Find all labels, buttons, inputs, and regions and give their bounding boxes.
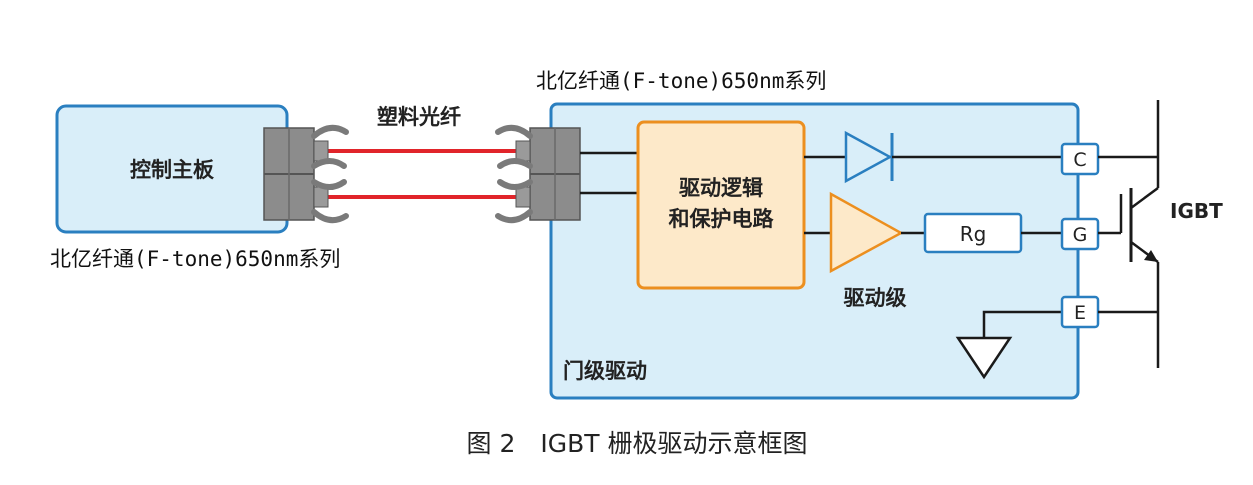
connector-label-left: 北亿纤通(F-tone)650nm系列: [50, 247, 340, 271]
optical-fiber-label: 塑料光纤: [377, 105, 461, 129]
driver-stage-label: 驱动级: [844, 286, 907, 310]
driver-amplifier-symbol: [829, 191, 904, 274]
fiber-connector-left: [263, 124, 349, 224]
logic-label-line1: 驱动逻辑: [679, 176, 763, 200]
figure-caption: 图 2 IGBT 栅极驱动示意框图: [467, 429, 808, 458]
logic-protection-box: [636, 120, 806, 290]
ground-symbol: [955, 336, 1013, 380]
logic-label-line2: 和保护电路: [669, 207, 775, 231]
igbt-label: IGBT: [1170, 199, 1223, 223]
fiber-connector-right: [495, 124, 581, 224]
igbt-symbol: [1119, 100, 1160, 368]
gate-drive-label: 门级驱动: [563, 359, 647, 383]
terminal-g-label: G: [1073, 224, 1088, 246]
control-board-label: 控制主板: [130, 158, 215, 182]
wire-e-ground: [982, 310, 1062, 338]
connector-label-right: 北亿纤通(F-tone)650nm系列: [536, 69, 826, 93]
terminal-c-label: C: [1073, 149, 1086, 171]
terminal-c-box: [1060, 142, 1100, 176]
rg-label: Rg: [960, 222, 987, 246]
terminal-e-label: E: [1074, 302, 1086, 324]
